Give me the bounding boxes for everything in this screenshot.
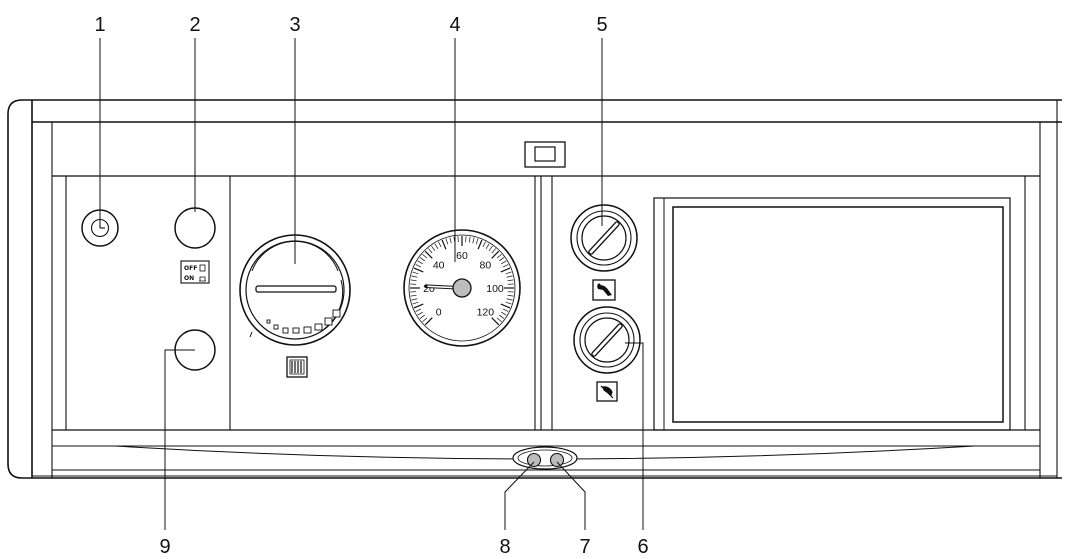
- led-indicator-group: [512, 446, 578, 470]
- gauge-tick: [507, 294, 514, 297]
- gauge-tick: [475, 238, 479, 245]
- gauge-label-80: 80: [479, 260, 491, 272]
- temperature-gauge: 020 40 60 80 100 120: [403, 229, 521, 347]
- gauge-tick: [472, 237, 475, 244]
- callout-9: 9: [159, 536, 170, 558]
- gauge-label-40: 40: [433, 260, 445, 272]
- gauge-tick: [500, 267, 511, 273]
- gauge-tick: [499, 257, 505, 262]
- gauge-tick: [412, 301, 419, 305]
- gauge-label-0: 0: [436, 306, 442, 318]
- gauge-tick: [499, 314, 505, 319]
- gauge-tick: [413, 267, 424, 273]
- gauge-tick: [445, 238, 449, 245]
- module-dividers: [229, 176, 553, 430]
- gauge-tick: [506, 298, 513, 301]
- gauge-tick: [482, 241, 486, 248]
- burner-lamp: [549, 452, 565, 468]
- gauge-tick: [496, 253, 502, 259]
- safety-temperature-limiter[interactable]: [570, 204, 638, 272]
- gauge-tick: [424, 317, 433, 326]
- gauge-tick: [500, 303, 511, 309]
- off-symbol-text: OFF: [184, 265, 197, 272]
- hand-reset-icon: [592, 279, 616, 301]
- gauge-tick: [413, 303, 424, 309]
- gauge-tick: [468, 236, 471, 243]
- gauge-tick: [491, 250, 500, 259]
- flue-gas-limiter[interactable]: [573, 306, 641, 374]
- gauge-tick: [502, 308, 509, 312]
- operating-switch[interactable]: [174, 207, 216, 249]
- gauge-tick: [488, 245, 493, 251]
- gauge-scale-ticks: [410, 236, 514, 326]
- gauge-hub: [452, 278, 472, 298]
- gauge-tick: [438, 241, 442, 248]
- gauge-tick: [441, 239, 447, 250]
- gauge-tick: [422, 253, 428, 259]
- gauge-tick: [496, 317, 502, 323]
- gauge-tick: [505, 271, 512, 275]
- gauge-tick: [419, 257, 425, 262]
- gauge-tick: [417, 311, 423, 316]
- callout-1: 1: [94, 14, 105, 36]
- gauge-tick: [417, 260, 423, 265]
- gauge-tick: [491, 317, 500, 326]
- regulator-scale-marks: [266, 309, 341, 334]
- on-symbol-text: ON: [184, 275, 194, 282]
- gauge-tick: [485, 243, 490, 249]
- gauge-tick: [422, 317, 428, 323]
- gauge-tick: [505, 301, 512, 305]
- callout-2: 2: [189, 14, 200, 36]
- callout-6: 6: [637, 536, 648, 558]
- gauge-tick: [410, 294, 417, 297]
- gauge-tick: [506, 275, 513, 278]
- gauge-scale-labels: 020 40 60 80 100 120: [423, 250, 504, 318]
- gauge-tick: [491, 248, 497, 254]
- fault-lamp: [526, 452, 542, 468]
- gauge-tick: [449, 237, 452, 244]
- callout-8: 8: [499, 536, 510, 558]
- gauge-tick: [411, 298, 418, 301]
- on-off-symbol: OFF ON: [180, 260, 210, 284]
- radiator-icon: [286, 356, 308, 378]
- gauge-tick: [507, 279, 514, 282]
- callout-numbers: 1 2 3 4 5 6 7 8 9: [94, 14, 648, 558]
- gauge-tick: [501, 260, 507, 265]
- gauge-tick: [434, 243, 439, 249]
- gauge-tick: [410, 279, 417, 282]
- gauge-label-60: 60: [456, 250, 468, 262]
- gauge-tick: [501, 311, 507, 316]
- gauge-tick: [427, 248, 433, 254]
- test-icon: [596, 381, 618, 402]
- temperature-regulator[interactable]: [239, 234, 351, 346]
- gauge-tick: [431, 245, 436, 251]
- control-module-bay: [653, 197, 1011, 431]
- gauge-tick: [502, 264, 509, 268]
- gauge-label-100: 100: [486, 283, 504, 295]
- gauge-tick: [424, 250, 433, 259]
- indicator-window: [524, 141, 566, 168]
- gauge-tick: [419, 314, 425, 319]
- gauge-label-120: 120: [477, 306, 495, 318]
- gauge-tick: [477, 239, 483, 250]
- callout-3: 3: [289, 14, 300, 36]
- callout-5: 5: [596, 14, 607, 36]
- gauge-tick: [411, 275, 418, 278]
- callout-7: 7: [579, 536, 590, 558]
- gauge-label-20: 20: [423, 283, 435, 295]
- gauge-tick: [415, 308, 422, 312]
- gauge-tick: [415, 264, 422, 268]
- callout-4: 4: [449, 14, 460, 36]
- gauge-tick: [412, 271, 419, 275]
- callout-leaders: [99, 38, 644, 530]
